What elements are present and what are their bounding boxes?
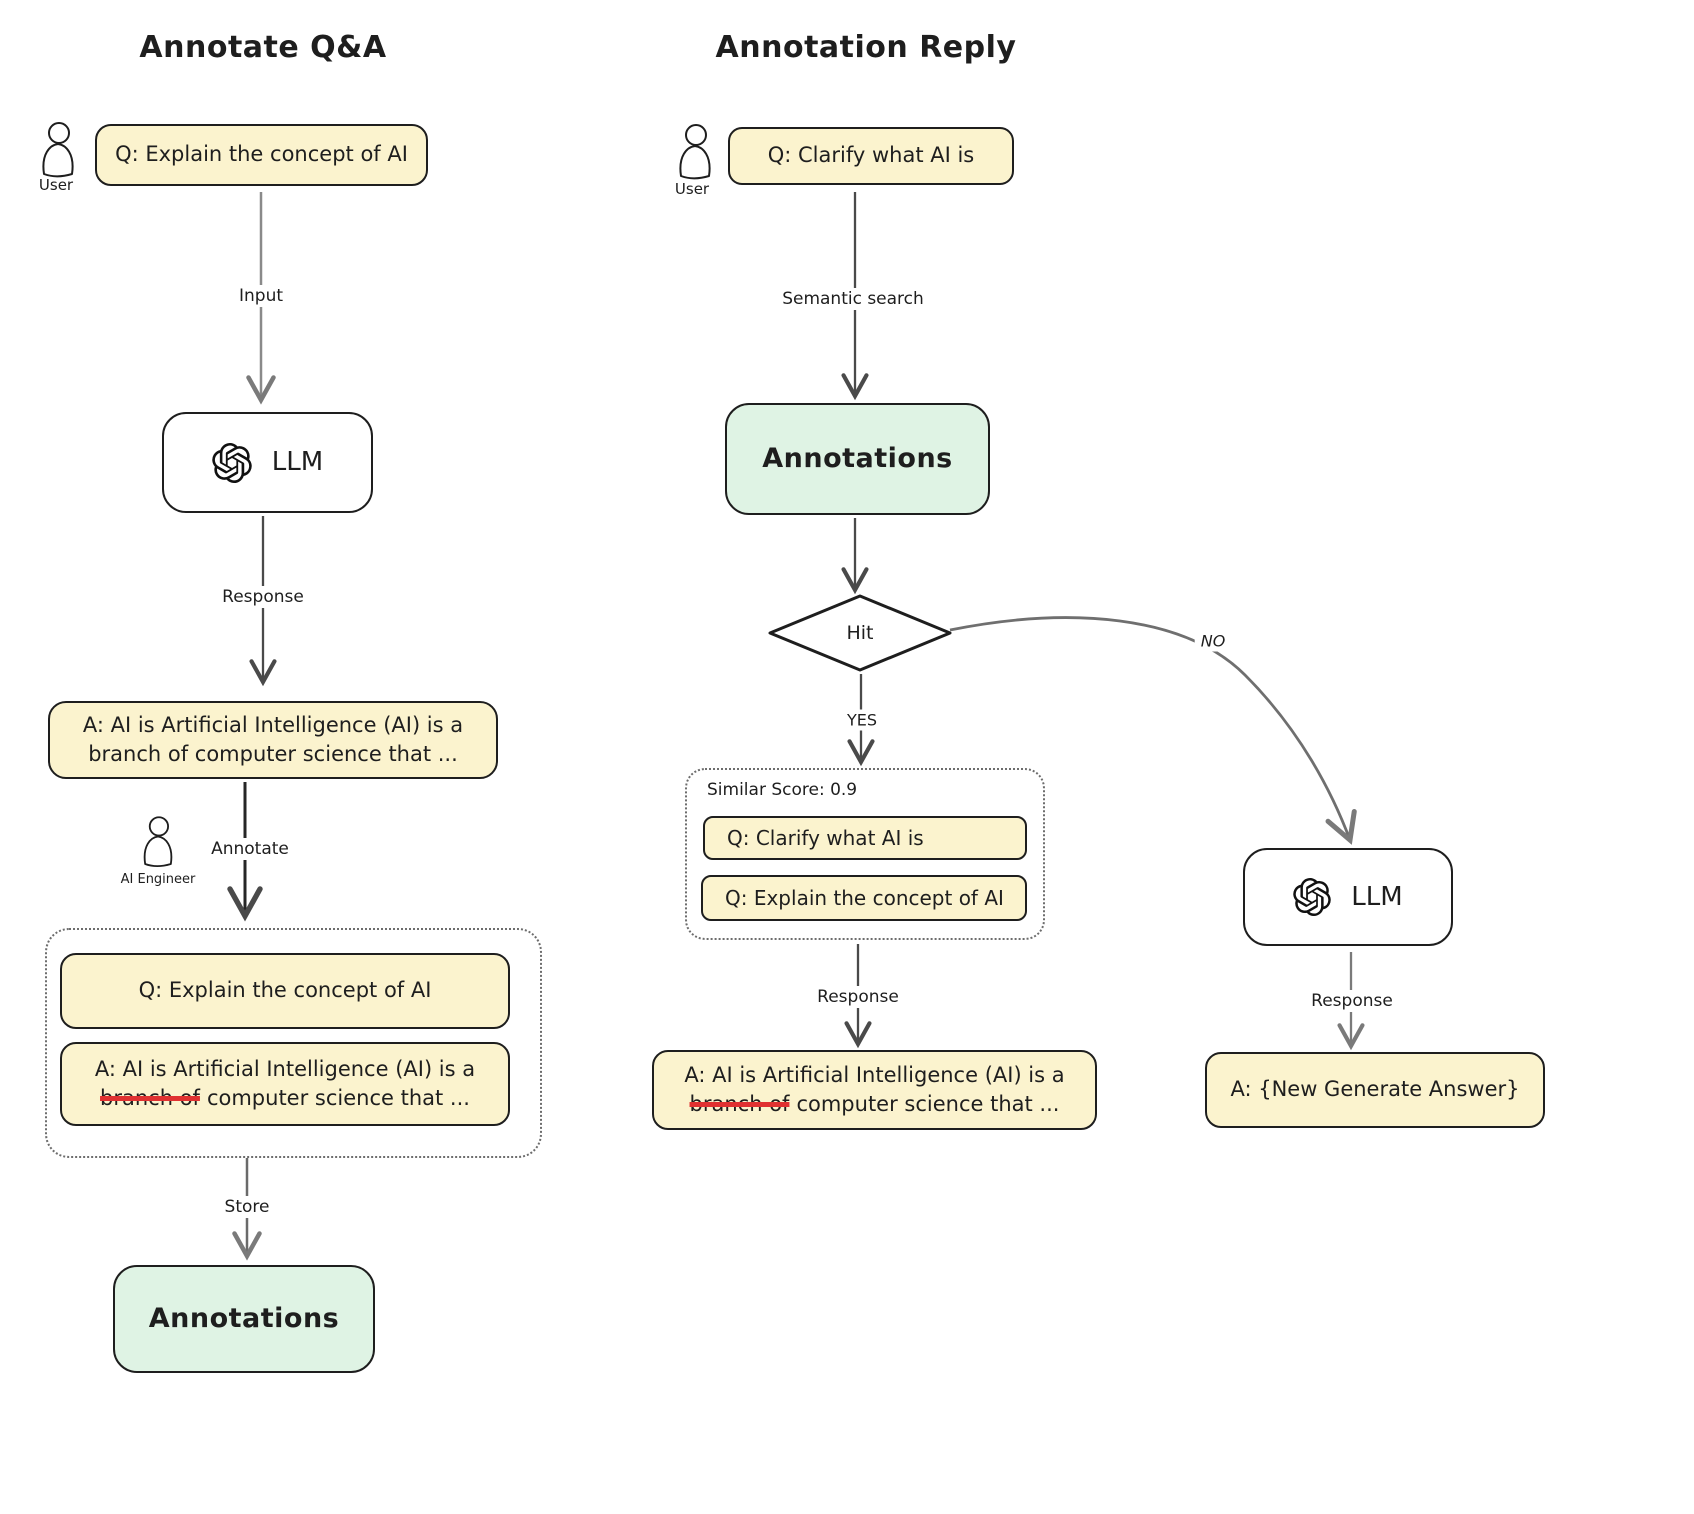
- right-llm-box: LLM: [1243, 848, 1453, 946]
- right-flow-title: Annotation Reply: [715, 30, 1017, 65]
- left-struck-text: branch of: [100, 1086, 200, 1110]
- new-answer-box: A: {New Generate Answer}: [1205, 1052, 1545, 1128]
- new-answer-text: A: {New Generate Answer}: [1230, 1077, 1520, 1102]
- user-icon-right: [679, 124, 711, 180]
- left-answer-line2: branch of computer science that ...: [88, 742, 458, 766]
- right-question-box: Q: Clarify what AI is: [728, 127, 1014, 185]
- similar-score-label: Similar Score: 0.9: [707, 780, 858, 800]
- input-label: Input: [232, 285, 290, 307]
- store-label: Store: [218, 1196, 276, 1218]
- left-annotated-answer-box: A: AI is Artificial Intelligence (AI) is…: [60, 1042, 510, 1126]
- right-answer-box: A: AI is Artificial Intelligence (AI) is…: [652, 1050, 1097, 1130]
- left-annotations-store-box: Annotations: [113, 1265, 375, 1373]
- right-answer-line1: A: AI is Artificial Intelligence (AI) is…: [684, 1062, 1065, 1087]
- left-answer-box: A: AI is Artificial Intelligence (AI) is…: [48, 701, 498, 779]
- right-response-label: Response: [811, 986, 905, 1008]
- annotate-label: Annotate: [205, 838, 295, 860]
- right-match-group: [685, 768, 1045, 940]
- user-label: User: [38, 176, 74, 194]
- openai-icon-right: [1293, 878, 1332, 916]
- ai-engineer-icon: [143, 816, 173, 867]
- matched-question-2-box: Q: Explain the concept of AI: [701, 875, 1027, 921]
- right-question-text: Q: Clarify what AI is: [767, 143, 975, 168]
- semantic-search-label: Semantic search: [776, 288, 930, 310]
- no-label: NO: [1194, 630, 1232, 652]
- left-annotated-question-text: Q: Explain the concept of AI: [138, 978, 432, 1003]
- yes-label: YES: [840, 709, 884, 731]
- left-llm-label: LLM: [271, 447, 324, 478]
- left-response-label: Response: [216, 586, 310, 608]
- left-llm-box: LLM: [162, 412, 373, 513]
- user-label-right: User: [674, 180, 710, 198]
- left-answer-rest: computer science that ...: [206, 1086, 470, 1110]
- right-llm-response-label: Response: [1305, 990, 1399, 1012]
- right-struck-text: branch of: [689, 1092, 790, 1116]
- matched-question-1-text: Q: Clarify what AI is: [727, 826, 924, 850]
- left-answer-line1: A: AI is Artificial Intelligence (AI) is…: [82, 712, 464, 737]
- left-annotated-answer-line1: A: AI is Artificial Intelligence (AI) is…: [94, 1056, 476, 1081]
- right-annotations-box: Annotations: [725, 403, 990, 515]
- left-question-box: Q: Explain the concept of AI: [95, 124, 428, 186]
- left-question-text: Q: Explain the concept of AI: [115, 142, 408, 167]
- left-annotation-group: [45, 928, 542, 1158]
- right-annotations-label: Annotations: [762, 443, 953, 475]
- left-annotated-question-box: Q: Explain the concept of AI: [60, 953, 510, 1029]
- openai-icon: [212, 442, 252, 483]
- matched-question-2-text: Q: Explain the concept of AI: [725, 886, 1004, 910]
- ai-engineer-label: AI Engineer: [120, 872, 196, 887]
- right-llm-label: LLM: [1351, 881, 1403, 912]
- right-answer-rest: computer science that ...: [796, 1092, 1060, 1116]
- hit-label: Hit: [846, 622, 874, 644]
- matched-question-1-box: Q: Clarify what AI is: [703, 816, 1027, 860]
- user-icon: [42, 122, 74, 178]
- left-annotations-label: Annotations: [148, 1303, 340, 1335]
- left-flow-title: Annotate Q&A: [139, 30, 387, 65]
